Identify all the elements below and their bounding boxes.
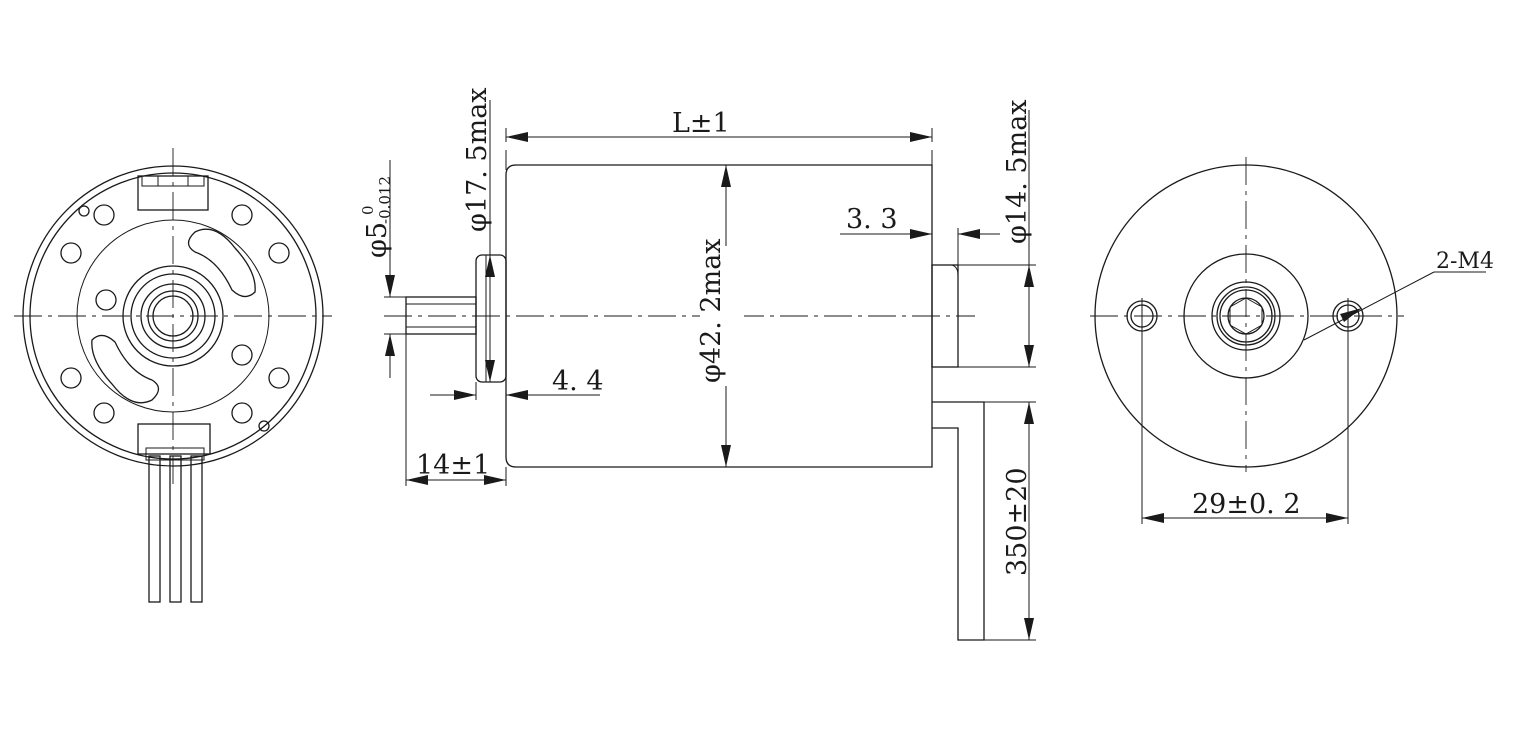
shaft-diameter-label: φ5	[362, 222, 393, 258]
rear-hole	[268, 367, 290, 389]
rear-hole	[268, 242, 290, 264]
output-shaft	[405, 296, 477, 335]
lead-length-label: 350±20	[1002, 467, 1033, 576]
side-view	[384, 164, 985, 641]
rear-hole	[60, 367, 82, 389]
rear-slot	[91, 334, 160, 404]
shaft-tol-upper: 0	[359, 205, 377, 215]
lead-wire	[190, 455, 203, 603]
flange-diameter-label: φ17. 5max	[462, 87, 493, 232]
dim-body-diameter: φ42. 2max	[696, 165, 744, 467]
front-view	[1090, 157, 1404, 524]
body-diameter-label: φ42. 2max	[696, 238, 727, 383]
dim-lead-length: 350±20	[984, 401, 1036, 641]
edge-notch	[258, 420, 270, 432]
dim-length: L±1	[505, 108, 933, 170]
dim-flange-diameter: φ17. 5max	[462, 87, 495, 382]
hole-spacing-label: 29±0. 2	[1192, 489, 1301, 520]
callout-m4: 2-M4	[1303, 249, 1494, 341]
dim-flange-thickness: 4. 4	[430, 366, 604, 400]
edge-notch	[78, 205, 90, 217]
rear-hole	[231, 402, 253, 424]
lead-clamp	[145, 447, 205, 461]
rear-hole	[231, 344, 253, 366]
shaft-length-label: 14±1	[416, 450, 490, 481]
rear-hole	[93, 402, 115, 424]
rear-hole	[93, 204, 115, 226]
bottom-terminal-block	[137, 423, 211, 455]
rear-hole	[60, 242, 82, 264]
dim-shaft-length: 14±1	[405, 334, 507, 486]
dim-shaft-diameter: φ5 0 -0.012	[359, 160, 406, 378]
rear-hole	[231, 204, 253, 226]
shaft-tol-lower: -0.012	[376, 176, 394, 224]
rear-boss-diameter-label: φ14. 5max	[1002, 99, 1033, 244]
length-label: L±1	[672, 108, 730, 139]
flange-thickness-label: 4. 4	[552, 366, 604, 397]
hole-callout-label: 2-M4	[1436, 249, 1494, 274]
motor-body	[505, 164, 933, 468]
dim-rear-boss-diameter: φ14. 5max	[958, 99, 1036, 368]
lead-wire	[148, 455, 161, 603]
lead-wire	[169, 455, 182, 603]
rear-end-view	[14, 148, 332, 603]
rear-slot	[187, 228, 256, 298]
rear-hole	[95, 289, 117, 311]
side-lead	[932, 401, 985, 641]
rear-boss-length-label: 3. 3	[846, 204, 898, 235]
dim-hole-spacing: 29±0. 2	[1142, 489, 1348, 523]
dim-rear-boss-length: 3. 3	[840, 204, 1000, 265]
